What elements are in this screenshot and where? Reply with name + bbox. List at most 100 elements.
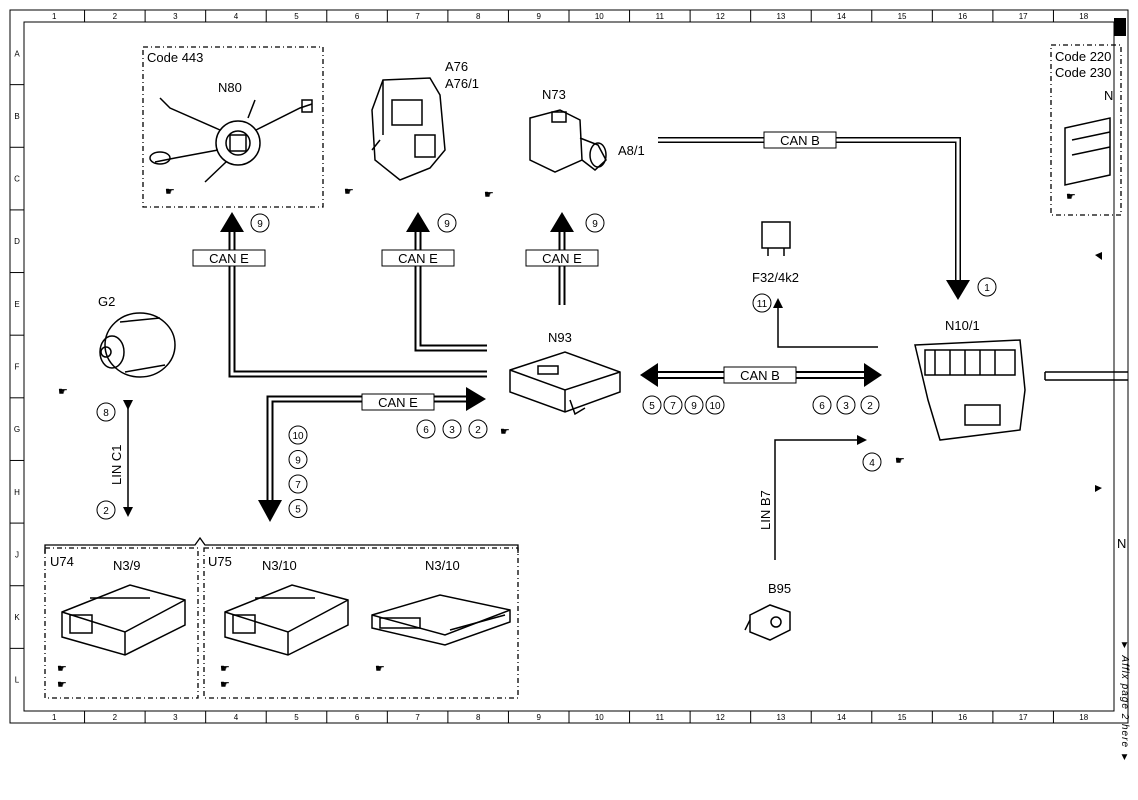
grid-col-label: 16 bbox=[958, 713, 967, 722]
can-e-n80-label: CAN E bbox=[209, 251, 249, 266]
grid-col-label: 10 bbox=[595, 12, 604, 21]
corner-tab-icon bbox=[1114, 18, 1126, 36]
circled-lin-b7: 4 bbox=[869, 458, 875, 469]
circled-canb-right-circle bbox=[860, 395, 880, 415]
f32-fuse-icon[interactable] bbox=[761, 221, 791, 249]
circled-canb-left-circle bbox=[705, 395, 725, 415]
can-e-n73-label: CAN E bbox=[542, 251, 582, 266]
circled-n93-in-circle bbox=[468, 419, 488, 439]
grid-col-label: 15 bbox=[898, 12, 907, 21]
n80-steering-switch-icon[interactable] bbox=[149, 97, 313, 183]
circled-canb-left-circle bbox=[663, 395, 683, 415]
circled-n93-in: 6 bbox=[423, 425, 429, 436]
n3-9-label: N3/9 bbox=[113, 558, 140, 573]
code-230-label: Code 230 bbox=[1055, 65, 1111, 80]
n3-10b-ecu-icon[interactable] bbox=[371, 594, 511, 646]
grid-row-label: L bbox=[15, 676, 20, 685]
n3-10b-label: N3/10 bbox=[425, 558, 460, 573]
circled-n93-in-circle bbox=[442, 419, 462, 439]
circled-f32: 11 bbox=[757, 299, 768, 310]
n10-1-sam-module-icon[interactable] bbox=[914, 339, 1026, 441]
grid-row-label: H bbox=[14, 488, 20, 497]
can-b-top-label: CAN B bbox=[780, 133, 820, 148]
circled-canb-left: 10 bbox=[709, 401, 721, 412]
n3-10a-label: N3/10 bbox=[262, 558, 297, 573]
group-b95: LIN B7 4 B95 bbox=[744, 435, 882, 641]
circled-n93-in-circle bbox=[416, 419, 436, 439]
connector-icon: ☛ bbox=[895, 455, 905, 467]
circled-canb-right-circle bbox=[812, 395, 832, 415]
group-f32: F32/4k2 11 bbox=[752, 221, 878, 348]
a8-1-label: A8/1 bbox=[618, 143, 645, 158]
lin-b7-label: LIN B7 bbox=[758, 490, 773, 530]
grid-col-label: 7 bbox=[415, 12, 420, 21]
connector-icon: ☛ bbox=[220, 679, 230, 691]
n73-ignition-switch-icon[interactable] bbox=[529, 109, 607, 173]
grid-col-label: 10 bbox=[595, 713, 604, 722]
grid-col-label: 14 bbox=[837, 713, 846, 722]
a76-lock-actuator-icon[interactable] bbox=[371, 77, 446, 181]
n3-9-ecu-icon[interactable] bbox=[61, 584, 186, 656]
grid-row-label: K bbox=[14, 613, 20, 622]
grid-row-label: C bbox=[14, 175, 20, 184]
connector-icon: ☛ bbox=[344, 186, 354, 198]
group-a76: A76 A76/1 ☛ bbox=[344, 59, 479, 198]
b95-label: B95 bbox=[768, 581, 791, 596]
circled-canb-left-circle bbox=[684, 395, 704, 415]
can-b-mid-label: CAN B bbox=[740, 368, 780, 383]
grid-row-label: A bbox=[14, 49, 20, 58]
grid-row-label: B bbox=[14, 112, 19, 121]
grid-row-label: G bbox=[14, 425, 20, 434]
circled-canb-left: 7 bbox=[670, 401, 676, 412]
circled-g2-bot: 2 bbox=[103, 506, 109, 517]
group-n73: N73 A8/1 ☛ bbox=[484, 87, 645, 201]
can-e-lower-label: CAN E bbox=[378, 395, 418, 410]
grid-col-label: 8 bbox=[476, 713, 481, 722]
n-label-top: N bbox=[1104, 88, 1113, 103]
u75-label: U75 bbox=[208, 554, 232, 569]
grid-row-label: E bbox=[14, 300, 19, 309]
grid-col-label: 4 bbox=[234, 713, 239, 722]
g2-label: G2 bbox=[98, 294, 115, 309]
group-code-220: Code 220 Code 230 N ☛ bbox=[1050, 44, 1122, 216]
circled-n80: 9 bbox=[257, 219, 263, 230]
grid-col-label: 15 bbox=[898, 713, 907, 722]
connector-icon: ☛ bbox=[57, 679, 67, 691]
grid-row-label: D bbox=[14, 237, 20, 246]
grid-col-label: 6 bbox=[355, 12, 360, 21]
group-n10-1: N10/1 ☛ N bbox=[895, 318, 1128, 551]
circled-u-list: 10 bbox=[292, 431, 304, 442]
grid-col-label: 3 bbox=[173, 12, 178, 21]
grid-col-label: 2 bbox=[113, 12, 118, 21]
module-icon[interactable] bbox=[1064, 117, 1111, 186]
code-220-label: Code 220 bbox=[1055, 49, 1111, 64]
grid-col-label: 9 bbox=[536, 713, 541, 722]
n80-label: N80 bbox=[218, 80, 242, 95]
grid-col-label: 14 bbox=[837, 12, 846, 21]
can-e-bus-n73: CAN E 9 bbox=[525, 212, 605, 307]
n3-10a-ecu-icon[interactable] bbox=[224, 584, 349, 656]
g2-alternator-icon[interactable] bbox=[99, 312, 176, 378]
connector-icon: ☛ bbox=[220, 663, 230, 675]
group-n93: N93 ☛ bbox=[500, 330, 621, 438]
n93-gateway-module-icon[interactable] bbox=[509, 351, 621, 416]
circled-canb-right: 2 bbox=[867, 401, 873, 412]
circled-u-list-circle bbox=[288, 450, 308, 469]
b95-battery-sensor-icon[interactable] bbox=[744, 604, 791, 641]
circled-n93-in: 3 bbox=[449, 425, 455, 436]
code-443-label: Code 443 bbox=[147, 50, 203, 65]
circled-u-list: 5 bbox=[295, 505, 301, 516]
grid-col-label: 11 bbox=[656, 12, 665, 21]
a76-label: A76 bbox=[445, 59, 468, 74]
affix-note: ▼ Affix page 2 here ▼ bbox=[1119, 640, 1130, 764]
can-b-top-bus: CAN B 1 bbox=[658, 131, 997, 300]
grid-col-label: 5 bbox=[294, 713, 299, 722]
grid-col-label: 7 bbox=[415, 713, 420, 722]
connector-icon: ☛ bbox=[57, 663, 67, 675]
connector-icon: ☛ bbox=[58, 386, 68, 398]
grid-col-label: 4 bbox=[234, 12, 239, 21]
circled-canb-right: 6 bbox=[819, 401, 825, 412]
